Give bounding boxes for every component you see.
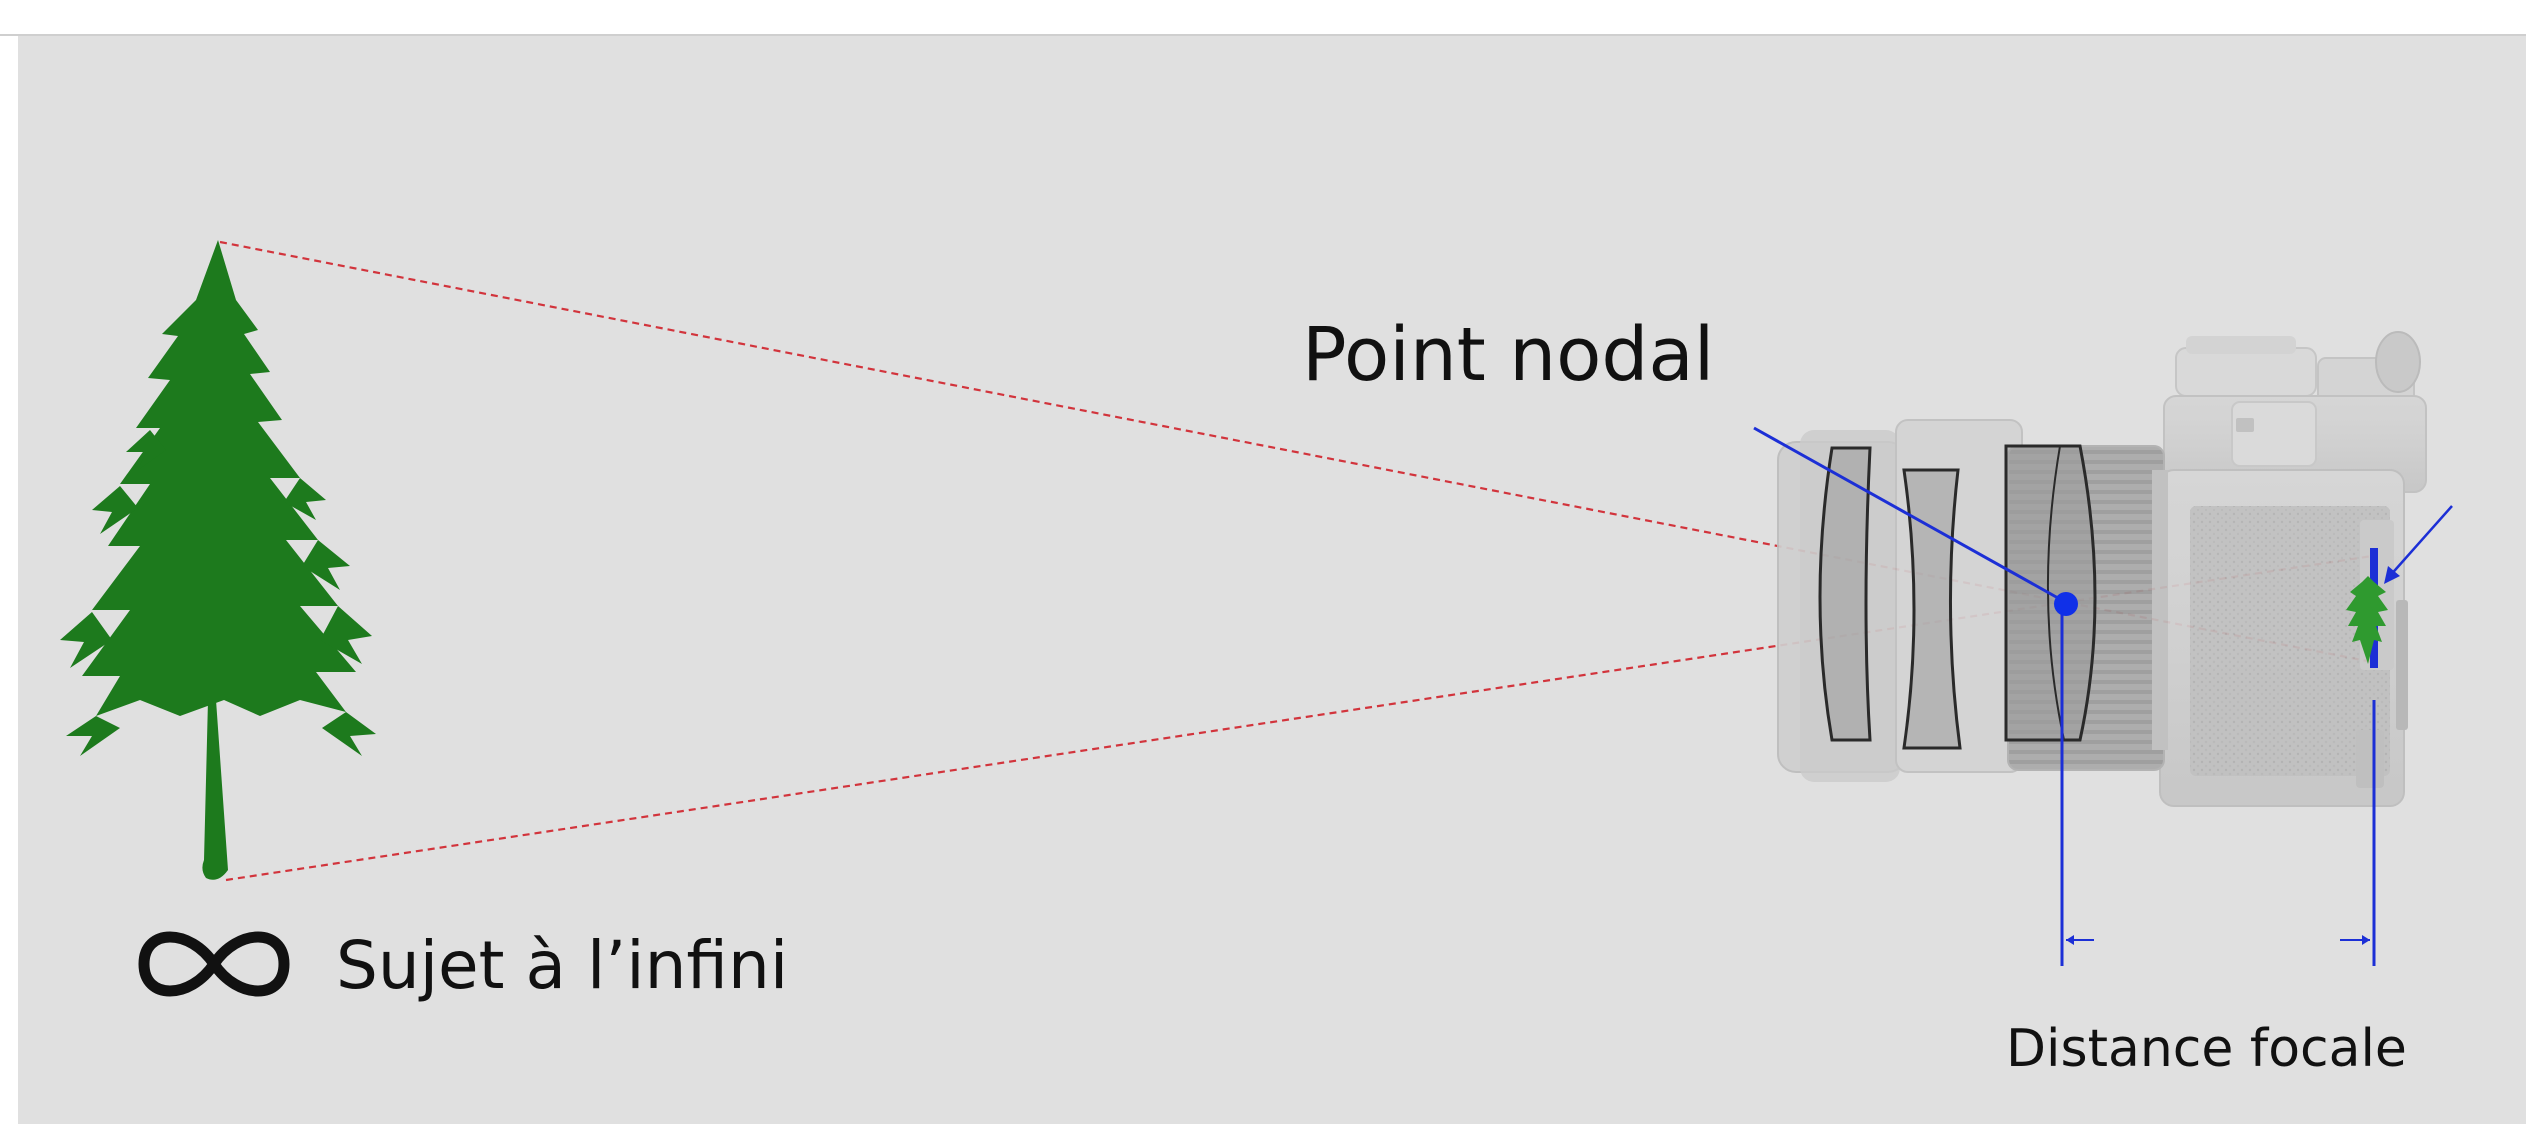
focal-distance-label: Distance focale [2006, 1019, 2407, 1079]
subject-infinity-label: Sujet à l’infini [336, 927, 788, 1004]
nodal-point-dot [2054, 592, 2078, 616]
front-lens-element [1820, 448, 1870, 740]
nodal-point-label: Point nodal [1302, 312, 1714, 398]
